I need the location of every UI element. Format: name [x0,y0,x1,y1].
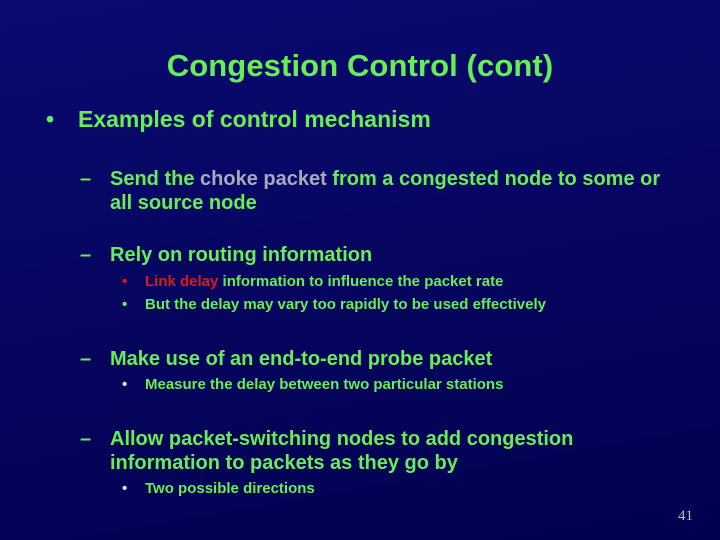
slide-title: Congestion Control (cont) [166,48,554,83]
bullet-rely-routing-information: – Rely on routing information [0,243,720,267]
dash-marker-icon: – [80,244,92,267]
spacer [0,315,720,334]
bullet-two-directions-label: Two possible directions [145,480,315,498]
slide-page-number: 41 [678,508,693,524]
bullet-dot-icon: • [46,106,55,132]
bullet-end-to-end-probe-packet: – Make use of an end-to-end probe packet [0,347,720,371]
bullet-two-possible-directions: • Two possible directions [0,479,720,499]
bullet-send-choke-packet: – Send the choke packet from a congested… [0,167,720,216]
bullet-measure-delay: • Measure the delay between two particul… [0,375,720,395]
bullet-level1-examples: • Examples of control mechanism [0,106,720,134]
dash-marker-icon: – [80,167,92,190]
text-influence-packet-rate: information to influence the packet rate [218,272,504,290]
bullet-allow-packet-switching-label: Allow packet-switching nodes to add cong… [110,427,574,475]
spacer [0,395,720,414]
slide-body: • Examples of control mechanism – Send t… [0,106,720,499]
spacer [0,145,720,154]
text-send-the: Send the [110,167,201,190]
bullet-dot-icon: • [122,480,128,498]
bullet-probe-packet-label: Make use of an end-to-end probe packet [110,347,493,370]
bullet-allow-packet-switching-nodes: – Allow packet-switching nodes to add co… [0,427,720,476]
bullet-dot-icon: • [122,272,128,290]
bullet-link-delay: • Link delay information to influence th… [0,272,720,292]
bullet-delay-vary-rapidly: • But the delay may vary too rapidly to … [0,295,720,315]
bullet-dot-icon: • [122,296,128,314]
bullet-dot-icon: • [122,376,128,394]
bullet-measure-delay-label: Measure the delay between two particular… [145,376,504,394]
bullet-delay-vary-label: But the delay may vary too rapidly to be… [145,296,546,314]
bullet-level1-label: Examples of control mechanism [78,106,431,132]
spacer [0,215,720,230]
text-choke-packet-highlight: choke packet [200,167,327,190]
bullet-rely-label: Rely on routing information [110,244,373,267]
dash-marker-icon: – [80,347,92,370]
text-link-delay-highlight: Link delay [145,272,219,290]
dash-marker-icon: – [80,427,92,450]
text-from-congested-node: from a congested node to some or all sou… [110,167,661,214]
